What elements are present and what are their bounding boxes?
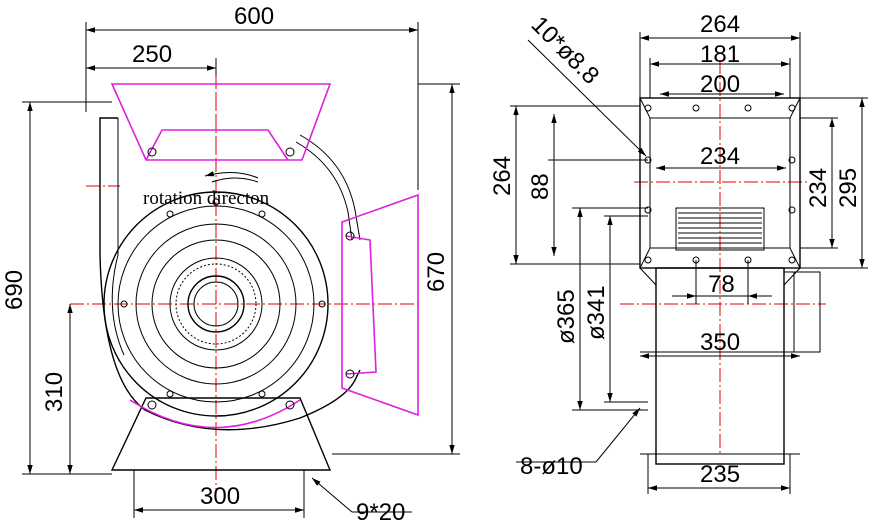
leader-slot [311, 477, 353, 513]
top-flange-hole [147, 147, 157, 157]
dim-holes-spec: 10*ø8.8 [526, 11, 605, 90]
dim-dia-inner: ø341 [583, 285, 610, 340]
flange-bolt-holes [120, 198, 326, 398]
volute-scroll-inner [295, 141, 353, 241]
base-hole [147, 400, 157, 410]
impeller-blades [175, 263, 257, 345]
top-flange-hole [285, 147, 295, 157]
side-view: rotation directon 600 250 690 310 670 30… [1, 3, 460, 524]
vent-slats [678, 212, 762, 244]
outlet-flange-hole [345, 369, 355, 379]
flange-hole [788, 206, 796, 214]
flange-hole [788, 156, 796, 164]
bolt-hole [212, 198, 220, 206]
motor-ring-1 [117, 205, 315, 403]
bolt-hole [166, 390, 174, 398]
leader-holes [527, 39, 647, 157]
body-shoulder [783, 267, 801, 286]
dim-flange-span: 200 [700, 71, 740, 98]
shaft-hub [187, 275, 245, 333]
dim-670: 670 [423, 252, 450, 292]
rotation-arrow-return [211, 177, 259, 183]
motor-flange [103, 191, 329, 417]
flange-corner [789, 247, 801, 269]
dim-flange-holes: 181 [700, 41, 740, 68]
flange-hole [692, 104, 700, 112]
dim-250: 250 [132, 41, 172, 68]
dim-flange-h: 264 [489, 156, 516, 196]
base-arc [129, 399, 301, 429]
bolt-hole [258, 210, 266, 218]
fan-body [655, 267, 785, 465]
bolt-hole [166, 210, 174, 218]
dim-base-holes: 8-ø10 [520, 453, 583, 480]
body-shoulder [639, 267, 657, 286]
flange-hole [788, 256, 796, 264]
top-flange [110, 83, 332, 161]
flange-hole [744, 104, 752, 112]
flange-hole [644, 104, 652, 112]
motor-ring-3 [151, 239, 281, 369]
dim-flange-outer: 264 [700, 11, 740, 38]
flange-hole [644, 256, 652, 264]
flange-hole [644, 206, 652, 214]
dim-flange-h-outer: 295 [835, 168, 862, 208]
base-hole [285, 400, 295, 410]
dim-600: 600 [234, 3, 274, 30]
dim-310: 310 [41, 372, 68, 412]
shaft-inner [193, 281, 239, 327]
dim-body-w: 350 [700, 329, 740, 356]
front-view: 264 181 200 10*ø8.8 234 264 88 234 [489, 11, 868, 494]
leader-base-holes [595, 407, 641, 463]
dim-dia-outer: ø365 [553, 289, 580, 344]
top-flange-inner [145, 129, 289, 161]
dim-slot: 9*20 [356, 499, 405, 524]
dim-690: 690 [1, 270, 28, 310]
bolt-hole [258, 390, 266, 398]
vent-grille [675, 207, 765, 251]
outlet-opening [649, 117, 791, 249]
dim-opening-w: 234 [700, 143, 740, 170]
base-plate [110, 397, 332, 471]
rotation-label: rotation directon [143, 188, 270, 209]
dim-hole-pitch: 78 [708, 271, 735, 298]
bolt-hole [318, 300, 326, 308]
rotation-arrow-icon [204, 171, 259, 179]
dim-300: 300 [200, 483, 240, 510]
dim-base-w: 235 [700, 461, 740, 488]
housing-wall [111, 254, 125, 356]
motor-ring-2 [135, 223, 297, 385]
impeller-outer [169, 257, 263, 351]
flange-hole [788, 104, 796, 112]
flange-holes [644, 104, 796, 264]
dim-offset: 88 [527, 173, 554, 200]
volute-scroll [299, 134, 361, 241]
side-box [783, 271, 821, 353]
outlet-flange [341, 193, 419, 417]
flange-corner [639, 247, 651, 269]
outlet-flange-hole [345, 231, 355, 241]
outlet-flange-inner [345, 235, 377, 375]
bolt-hole [120, 300, 128, 308]
dim-opening-h: 234 [805, 168, 832, 208]
